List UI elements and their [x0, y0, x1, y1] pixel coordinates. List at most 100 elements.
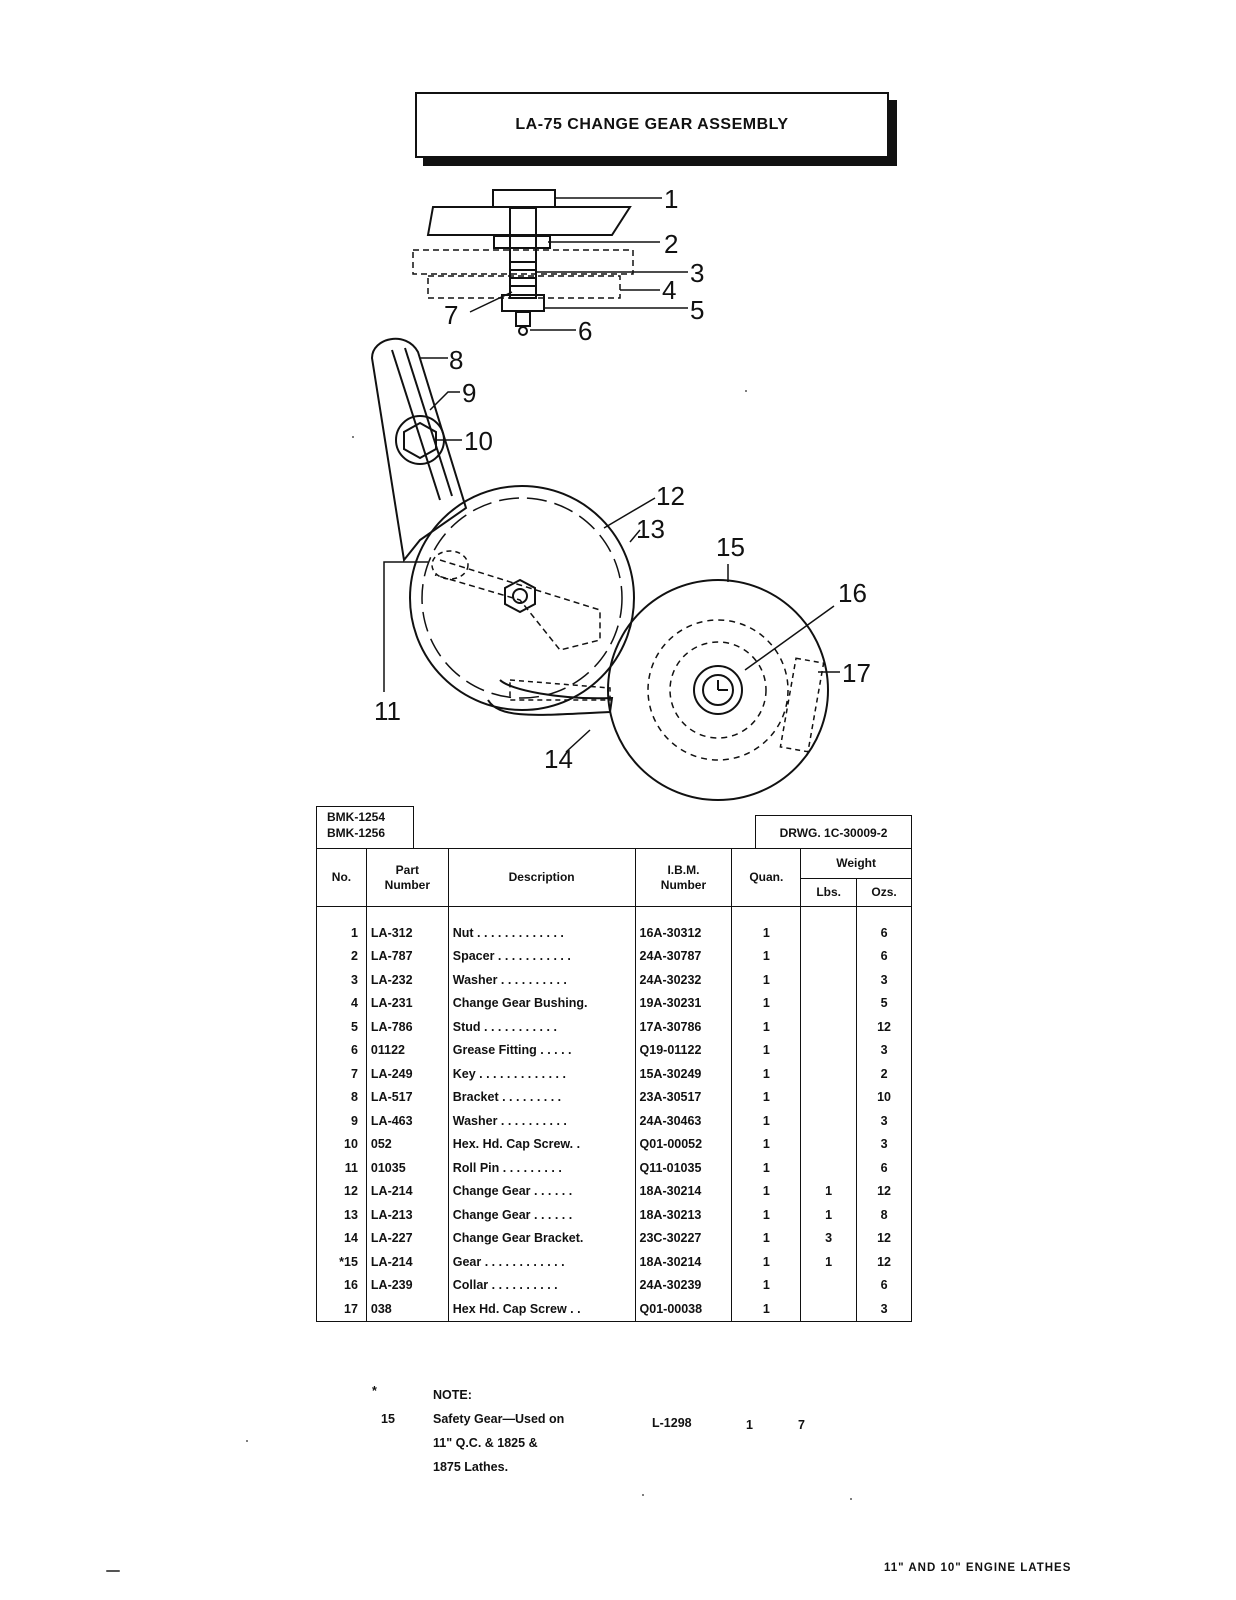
- cell-part: LA-213: [365, 1203, 449, 1227]
- cell-q: 1: [731, 906, 802, 945]
- note-heading: NOTE:: [433, 1388, 472, 1402]
- cell-lbs: [800, 1132, 858, 1156]
- gear-bracket-14: [487, 679, 614, 716]
- cell-q: 1: [731, 1297, 802, 1322]
- callout-3: 3: [690, 258, 704, 288]
- header-ibm-number: I.B.M. Number: [634, 848, 733, 907]
- header-part-number: Part Number: [365, 848, 449, 907]
- note-item: 15: [381, 1412, 395, 1426]
- cell-desc: Change Gear Bushing.: [447, 991, 636, 1015]
- cell-desc: Gear . . . . . . . . . . . .: [447, 1250, 636, 1274]
- cell-q: 1: [731, 1179, 802, 1203]
- drawing-number: DRWG. 1C-30009-2: [755, 815, 912, 849]
- cell-no: *15: [316, 1250, 367, 1274]
- cell-ibm: 24A-30232: [634, 968, 733, 992]
- cap-screw-17: [779, 657, 825, 753]
- cell-ozs: 12: [856, 1015, 912, 1039]
- cell-desc: Collar . . . . . . . . . .: [447, 1273, 636, 1297]
- parts-table: No. Part Number Description I.B.M. Numbe…: [316, 848, 912, 1322]
- cell-part: 038: [365, 1297, 449, 1322]
- bracket-arm: [370, 337, 468, 563]
- cell-desc: Change Gear . . . . . .: [447, 1179, 636, 1203]
- cell-no: 3: [316, 968, 367, 992]
- cell-ozs: 6: [856, 906, 912, 945]
- cell-part: LA-787: [365, 944, 449, 968]
- cell-lbs: [800, 1062, 858, 1086]
- cell-no: 1: [316, 906, 367, 945]
- callout-8: 8: [449, 345, 463, 375]
- table-header-row: No. Part Number Description I.B.M. Numbe…: [316, 848, 912, 907]
- note-ozs: 7: [798, 1418, 805, 1432]
- cell-part: LA-786: [365, 1015, 449, 1039]
- cell-ozs: 10: [856, 1085, 912, 1109]
- cell-desc: Hex Hd. Cap Screw . .: [447, 1297, 636, 1322]
- scan-speck: [246, 1440, 248, 1442]
- note-part: L-1298: [652, 1416, 692, 1430]
- cell-lbs: 1: [800, 1203, 858, 1227]
- cell-q: 1: [731, 1250, 802, 1274]
- page-title: LA-75 CHANGE GEAR ASSEMBLY: [515, 116, 789, 133]
- cell-desc: Key . . . . . . . . . . . . .: [447, 1062, 636, 1086]
- cell-ozs: 2: [856, 1062, 912, 1086]
- cell-part: 052: [365, 1132, 449, 1156]
- note-line3: 1875 Lathes.: [433, 1460, 509, 1474]
- header-lbs: Lbs.: [800, 878, 858, 907]
- cell-lbs: 3: [800, 1226, 858, 1250]
- cell-ozs: 12: [856, 1179, 912, 1203]
- header-ibm-line2: Number: [660, 877, 707, 892]
- cell-lbs: [800, 1038, 858, 1062]
- cell-no: 5: [316, 1015, 367, 1039]
- cell-part: LA-312: [365, 906, 449, 945]
- cell-ozs: 5: [856, 991, 912, 1015]
- title-box: LA-75 CHANGE GEAR ASSEMBLY: [415, 92, 889, 158]
- header-weight: Weight: [800, 848, 912, 879]
- cell-no: 7: [316, 1062, 367, 1086]
- cell-ibm: 15A-30249: [634, 1062, 733, 1086]
- cell-ibm: 24A-30463: [634, 1109, 733, 1133]
- cell-lbs: [800, 1109, 858, 1133]
- change-gear-12: [409, 485, 635, 711]
- cell-ibm: 17A-30786: [634, 1015, 733, 1039]
- cell-q: 1: [731, 1038, 802, 1062]
- callout-12: 12: [656, 481, 685, 511]
- cell-ozs: 6: [856, 944, 912, 968]
- cell-ozs: 6: [856, 1273, 912, 1297]
- cell-part: LA-214: [365, 1250, 449, 1274]
- scan-speck: [106, 1570, 120, 1572]
- stud-part: [509, 207, 537, 299]
- collar-16-outer: [647, 619, 789, 761]
- gear-15: [607, 579, 829, 801]
- callout-16: 16: [838, 578, 867, 608]
- header-no: No.: [316, 848, 367, 907]
- cell-lbs: [800, 1273, 858, 1297]
- cell-q: 1: [731, 1132, 802, 1156]
- cell-ozs: 3: [856, 1297, 912, 1322]
- cell-lbs: [800, 1156, 858, 1180]
- cell-ibm: Q01-00052: [634, 1132, 733, 1156]
- upper-gear-outline: [412, 249, 634, 275]
- cell-ibm: 18A-30214: [634, 1179, 733, 1203]
- header-description: Description: [447, 848, 636, 907]
- note-line2: 11" Q.C. & 1825 &: [433, 1436, 538, 1450]
- cell-part: LA-463: [365, 1109, 449, 1133]
- cell-no: 17: [316, 1297, 367, 1322]
- callout-2: 2: [664, 229, 678, 259]
- drawing-number-label: DRWG. 1C-30009-2: [779, 825, 888, 840]
- cell-q: 1: [731, 968, 802, 992]
- cell-desc: Bracket . . . . . . . . .: [447, 1085, 636, 1109]
- callout-7: 7: [444, 300, 458, 330]
- cell-no: 11: [316, 1156, 367, 1180]
- cell-q: 1: [731, 1203, 802, 1227]
- cell-part: LA-231: [365, 991, 449, 1015]
- callout-13: 13: [636, 514, 665, 544]
- cell-part: 01122: [365, 1038, 449, 1062]
- cell-q: 1: [731, 1226, 802, 1250]
- cell-desc: Stud . . . . . . . . . . .: [447, 1015, 636, 1039]
- callout-17: 17: [842, 658, 871, 688]
